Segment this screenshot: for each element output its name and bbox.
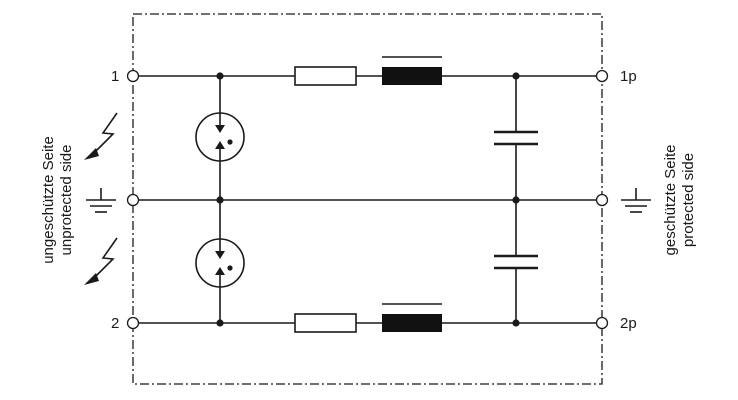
terminal-label-2p: 2p — [620, 315, 637, 332]
resistor-icon — [294, 66, 357, 86]
terminal-1p[interactable] — [595, 69, 609, 83]
terminal-ground-right[interactable] — [595, 193, 609, 207]
terminal-2[interactable] — [126, 316, 140, 330]
gas-discharge-tube-icon — [195, 112, 245, 162]
gas-discharge-tube-icon — [195, 238, 245, 288]
junction-dots — [216, 72, 520, 327]
resistor-icon — [294, 313, 357, 333]
lightning-icon — [84, 237, 118, 285]
inductor-icon — [382, 56, 442, 85]
terminal-label-1p: 1p — [620, 68, 637, 85]
terminal-2p[interactable] — [595, 316, 609, 330]
terminal-label-1: 1 — [111, 68, 119, 85]
wiring — [138, 75, 597, 324]
protected-side-label: geschützte Seite protected side — [662, 145, 697, 256]
enclosure-frame — [132, 13, 603, 385]
unprotected-side-label: ungeschützte Seite unprotected side — [40, 136, 75, 264]
ground-icon — [86, 188, 116, 213]
terminal-1[interactable] — [126, 69, 140, 83]
lightning-icon — [84, 112, 118, 160]
terminal-ground-left[interactable] — [126, 193, 140, 207]
capacitor-icon — [494, 254, 538, 270]
unprotected-side-label-de: ungeschützte Seite — [40, 136, 57, 264]
inductor-icon — [382, 303, 442, 332]
terminals — [126, 69, 609, 330]
terminal-label-2: 2 — [111, 315, 119, 332]
protected-side-label-en: protected side — [680, 153, 697, 247]
protected-side-label-de: geschützte Seite — [662, 145, 679, 256]
capacitor-icon — [494, 130, 538, 146]
unprotected-side-label-en: unprotected side — [58, 145, 75, 256]
ground-icon — [621, 188, 651, 213]
